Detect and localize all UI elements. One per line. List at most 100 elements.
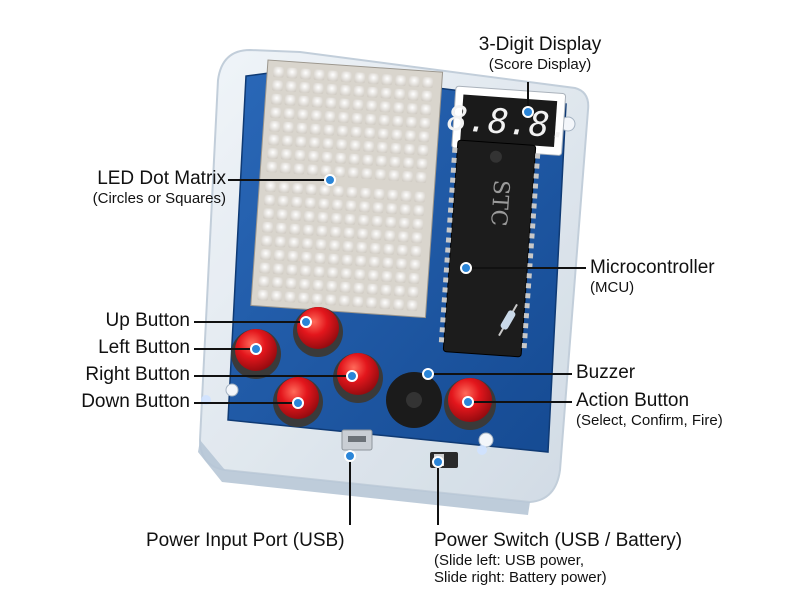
matrix-cell bbox=[346, 186, 358, 198]
matrix-cell bbox=[318, 198, 330, 210]
up-button-shape bbox=[293, 307, 343, 357]
matrix-cell bbox=[390, 142, 402, 154]
matrix-cell bbox=[314, 252, 326, 264]
chip-pin bbox=[447, 207, 454, 213]
matrix-cell bbox=[297, 109, 309, 121]
matrix-cell bbox=[408, 272, 420, 284]
matrix-cell bbox=[388, 170, 400, 182]
matrix-cell bbox=[313, 69, 325, 81]
chip-pin bbox=[445, 247, 451, 253]
matrix-cell bbox=[289, 223, 301, 235]
matrix-cell bbox=[311, 96, 323, 108]
matrix-cell bbox=[271, 276, 283, 289]
callout-dot-right bbox=[346, 370, 358, 382]
chip-pin bbox=[521, 342, 527, 349]
matrix-cell bbox=[276, 209, 288, 221]
chip-pin bbox=[522, 332, 528, 339]
label-action-sub: (Select, Confirm, Fire) bbox=[576, 412, 723, 429]
matrix-cell bbox=[396, 244, 408, 256]
matrix-cell bbox=[369, 242, 381, 254]
matrix-cell bbox=[343, 227, 355, 239]
matrix-cell bbox=[361, 168, 373, 180]
matrix-cell bbox=[417, 144, 429, 156]
label-switch-sub2: Slide right: Battery power) bbox=[434, 569, 607, 586]
matrix-cell bbox=[259, 262, 271, 274]
callout-dot-matrix bbox=[324, 174, 336, 186]
matrix-cell bbox=[321, 151, 333, 163]
chip-pin bbox=[444, 257, 450, 263]
matrix-cell bbox=[264, 181, 276, 193]
matrix-cell bbox=[382, 257, 394, 269]
matrix-cell bbox=[312, 82, 324, 94]
matrix-cell bbox=[387, 189, 399, 201]
matrix-cell bbox=[374, 169, 386, 181]
usb-port bbox=[341, 429, 373, 451]
matrix-cell bbox=[370, 229, 382, 241]
matrix-cell bbox=[302, 224, 314, 236]
matrix-cell bbox=[339, 281, 351, 293]
matrix-cell bbox=[375, 155, 387, 167]
matrix-cell bbox=[392, 115, 404, 127]
matrix-cell bbox=[362, 154, 374, 166]
seven-segment-digits: 8.8.8. bbox=[446, 99, 571, 147]
matrix-cell bbox=[326, 83, 338, 95]
label-display-title: 3-Digit Display bbox=[478, 34, 602, 55]
matrix-cell bbox=[332, 185, 344, 197]
seven-segment-display: 8.8.8. bbox=[446, 85, 571, 156]
matrix-cell bbox=[373, 188, 385, 200]
matrix-cell bbox=[413, 205, 425, 217]
label-matrix-title: LED Dot Matrix bbox=[97, 168, 226, 189]
matrix-cell bbox=[266, 161, 278, 173]
matrix-cell bbox=[351, 112, 363, 124]
matrix-cell bbox=[323, 124, 335, 136]
matrix-cell bbox=[408, 76, 420, 88]
matrix-cell bbox=[322, 138, 334, 150]
matrix-cell bbox=[257, 289, 269, 301]
matrix-cell bbox=[381, 74, 393, 86]
matrix-cell bbox=[397, 231, 409, 243]
matrix-cell bbox=[287, 250, 299, 262]
matrix-cell bbox=[366, 283, 378, 295]
matrix-cell bbox=[340, 71, 352, 83]
chip-pin bbox=[523, 313, 530, 319]
label-action: Action Button (Select, Confirm, Fire) bbox=[576, 390, 723, 429]
matrix-cell bbox=[325, 97, 337, 109]
matrix-cell bbox=[274, 236, 286, 248]
matrix-cell bbox=[379, 298, 391, 310]
matrix-cell bbox=[363, 141, 375, 153]
label-switch-title: Power Switch (USB / Battery) bbox=[434, 530, 683, 551]
chip-pin bbox=[450, 177, 456, 183]
matrix-cell bbox=[398, 217, 410, 229]
matrix-cell bbox=[407, 89, 419, 101]
matrix-cell bbox=[367, 270, 379, 282]
matrix-cell bbox=[268, 134, 280, 146]
matrix-cell bbox=[344, 213, 356, 225]
buzzer bbox=[386, 372, 442, 428]
matrix-cell bbox=[258, 276, 270, 288]
matrix-cell bbox=[327, 70, 339, 82]
matrix-cell bbox=[353, 282, 365, 294]
matrix-cell bbox=[313, 266, 325, 278]
chip-label: STC bbox=[485, 179, 513, 227]
chip-pin bbox=[452, 147, 458, 153]
right-button-shape bbox=[333, 353, 383, 403]
matrix-cell bbox=[349, 140, 361, 152]
matrix-cell bbox=[329, 226, 341, 238]
matrix-cell bbox=[403, 143, 415, 155]
chip-pin bbox=[451, 157, 457, 163]
matrix-cell bbox=[410, 245, 422, 257]
label-left-button: Left Button bbox=[98, 337, 190, 358]
resistor bbox=[498, 303, 518, 337]
matrix-cell bbox=[380, 87, 392, 99]
matrix-cell bbox=[273, 249, 285, 261]
matrix-cell bbox=[279, 162, 291, 174]
label-power-switch: Power Switch (USB / Battery) (Slide left… bbox=[434, 530, 682, 586]
label-matrix-sub: (Circles or Squares) bbox=[92, 190, 226, 207]
chip-pin bbox=[440, 317, 446, 323]
label-mcu-title: Microcontroller bbox=[590, 257, 715, 278]
matrix-cell bbox=[366, 100, 378, 112]
screw-br bbox=[478, 432, 494, 448]
label-display-sub: (Score Display) bbox=[488, 56, 592, 73]
matrix-cell bbox=[340, 268, 352, 280]
